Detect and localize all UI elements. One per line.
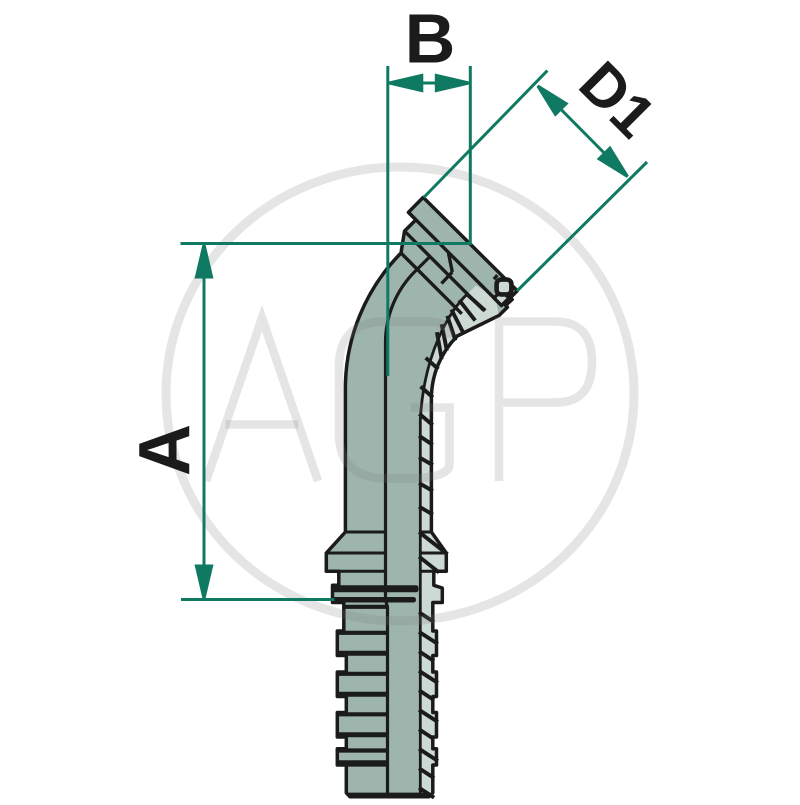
- svg-text:D1: D1: [567, 49, 669, 151]
- svg-text:B: B: [405, 0, 456, 78]
- svg-text:A: A: [125, 424, 205, 476]
